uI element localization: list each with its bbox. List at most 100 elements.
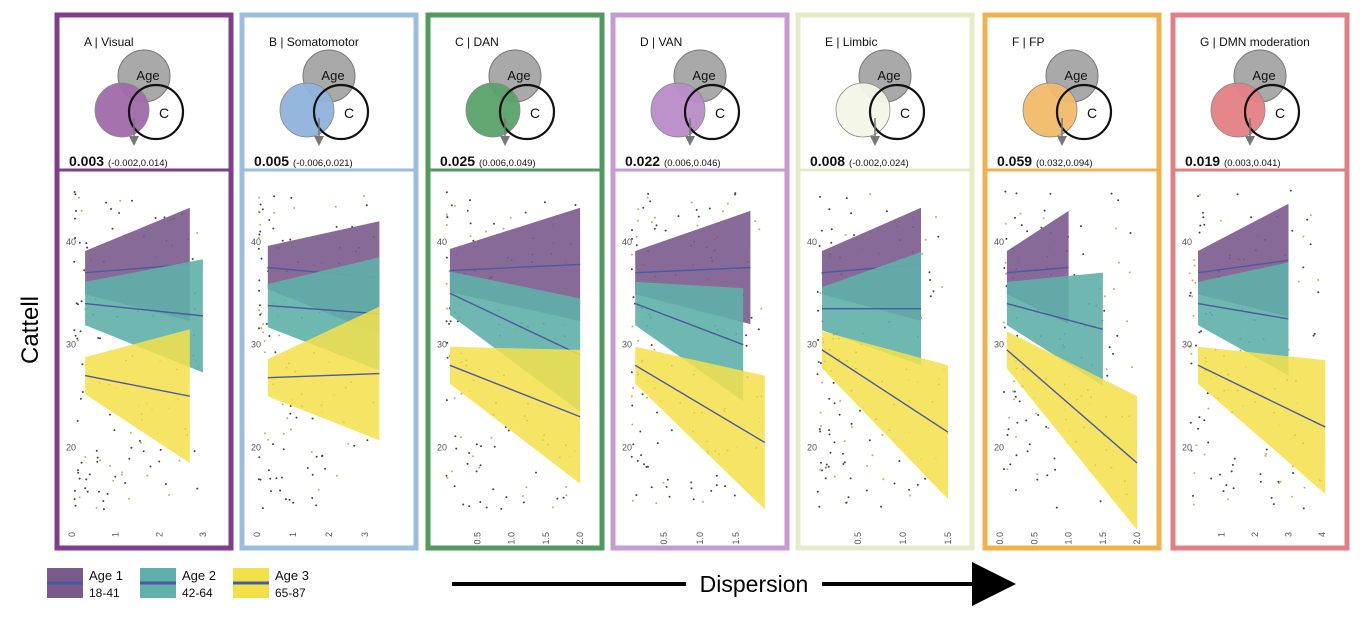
scatter-point — [935, 216, 937, 218]
scatter-point — [1112, 352, 1114, 355]
scatter-point — [259, 223, 262, 226]
scatter-point — [480, 445, 482, 448]
scatter-point — [269, 477, 272, 480]
scatter-point — [632, 387, 634, 389]
scatter-point — [293, 207, 295, 209]
scatter-point — [1198, 231, 1201, 234]
scatter-point — [656, 442, 659, 445]
scatter-point — [631, 237, 633, 240]
scatter-point — [820, 229, 823, 232]
x-axis-label: Dispersion — [700, 571, 809, 597]
scatter-point — [335, 225, 338, 228]
scatter-point — [73, 329, 76, 332]
scatter-point — [1231, 463, 1234, 466]
confidence-band-age-3 — [267, 306, 380, 441]
scatter-point — [818, 428, 821, 431]
scatter-point — [259, 478, 262, 481]
scatter-point — [1130, 366, 1133, 369]
scatter-point — [1291, 229, 1294, 232]
legend-item-age-1: Age 118-41 — [47, 568, 123, 600]
scatter-point — [1079, 225, 1082, 228]
scatter-point — [832, 381, 835, 384]
x-tick-label: 0.5 — [659, 532, 669, 545]
effect-ci: (0.032,0.094) — [1036, 158, 1093, 169]
scatter-point — [760, 307, 763, 310]
scatter-point — [1113, 288, 1116, 291]
venn-c-circle — [1055, 83, 1113, 141]
scatter-point — [99, 459, 102, 462]
scatter-point — [1016, 421, 1019, 424]
scatter-point — [268, 335, 271, 337]
scatter-point — [1198, 331, 1201, 334]
scatter-point — [1003, 267, 1006, 269]
scatter-point — [825, 463, 828, 466]
y-tick-label: 30 — [807, 340, 817, 350]
x-tick-label: 1.0 — [507, 532, 517, 545]
scatter-point — [507, 429, 510, 432]
scatter-point — [1046, 474, 1049, 477]
scatter-point — [819, 468, 822, 471]
fit-line-age-2 — [1197, 302, 1289, 320]
scatter-point — [909, 494, 911, 497]
scatter-point — [1190, 352, 1193, 355]
scatter-point — [292, 501, 295, 504]
scatter-point — [639, 430, 642, 433]
scatter-point — [131, 199, 133, 202]
venn-c-label: C — [530, 105, 540, 121]
scatter-point — [262, 323, 265, 326]
effect-ci: (-0.002,0.024) — [849, 158, 909, 169]
scatter-point — [816, 490, 819, 493]
scatter-point — [830, 228, 833, 231]
y-tick-label: 20 — [807, 443, 817, 453]
scatter-point — [635, 235, 638, 238]
fit-line-age-1 — [635, 266, 751, 274]
scatter-point — [853, 234, 855, 236]
scatter-point — [260, 327, 263, 330]
scatter-point — [745, 344, 748, 347]
scatter-point — [446, 307, 449, 310]
scatter-point — [196, 487, 199, 490]
x-tick-label: 1.0 — [695, 532, 705, 545]
scatter-point — [844, 233, 847, 236]
dispersion-arrow-head — [972, 562, 1016, 606]
fit-line-age-3 — [1006, 349, 1138, 464]
scatter-point — [924, 477, 927, 480]
scatter-point — [83, 269, 86, 272]
scatter-point — [750, 316, 753, 319]
scatter-point — [1227, 498, 1229, 501]
scatter-point — [565, 485, 567, 488]
scatter-point — [565, 494, 568, 497]
scatter-point — [524, 211, 527, 214]
scatter-point — [96, 456, 99, 459]
fit-line-age-3 — [267, 372, 380, 379]
scatter-point — [882, 478, 885, 481]
scatter-point — [817, 309, 820, 312]
scatter-point — [1230, 470, 1233, 473]
scatter-point — [1126, 320, 1129, 323]
scatter-point — [95, 449, 98, 452]
scatter-point — [196, 232, 199, 234]
venn-arrow-head — [685, 136, 695, 146]
scatter-point — [1055, 506, 1058, 509]
scatter-point — [670, 429, 673, 432]
scatter-point — [1207, 441, 1210, 444]
x-tick-label: 4 — [1317, 532, 1327, 537]
scatter-point — [1003, 391, 1006, 393]
scatter-point — [79, 330, 82, 333]
scatter-point — [543, 201, 546, 204]
venn-arrow-head — [129, 136, 139, 146]
scatter-point — [78, 241, 81, 244]
scatter-point — [478, 466, 481, 469]
legend-range: 65-87 — [275, 586, 306, 600]
scatter-point — [820, 461, 822, 464]
scatter-point — [642, 206, 645, 209]
scatter-point — [1202, 211, 1204, 214]
scatter-point — [833, 402, 836, 405]
scatter-point — [288, 498, 291, 501]
x-tick-label: 0 — [252, 532, 262, 537]
scatter-point — [446, 476, 449, 479]
scatter-point — [1118, 261, 1120, 264]
scatter-point — [819, 362, 822, 365]
scatter-point — [1053, 457, 1056, 460]
venn-arrow-head — [314, 136, 324, 146]
